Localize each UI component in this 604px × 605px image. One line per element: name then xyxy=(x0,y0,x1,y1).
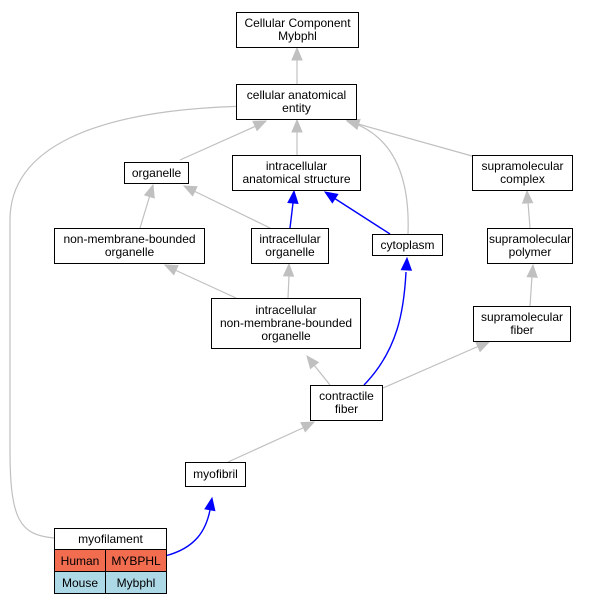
species-label: Human xyxy=(55,550,106,571)
node-intracellular-organelle[interactable]: intracellular organelle xyxy=(251,228,329,264)
gene-symbol: Mybphl xyxy=(116,575,156,590)
node-intracellular-anatomical-structure[interactable]: intracellular anatomical structure xyxy=(232,155,361,191)
gene-row-mouse: Mouse Mybphl xyxy=(55,572,166,593)
node-cellular-anatomical-entity[interactable]: cellular anatomical entity xyxy=(236,84,357,120)
edge-io-to-organelle xyxy=(182,185,271,229)
node-supramolecular-complex[interactable]: supramolecular complex xyxy=(472,155,573,191)
edge-polymer-to-complex xyxy=(521,189,534,229)
gene-table-myofilament[interactable]: myofilament Human MYBPHL Mouse Mybphl xyxy=(54,528,167,594)
edge-cytoplasm-to-ias xyxy=(323,191,391,235)
edge-complex-to-cae-arrowhead xyxy=(345,118,361,130)
edge-cf-to-fiber xyxy=(382,341,491,389)
edge-cf-to-cytoplasm-arrowhead xyxy=(400,256,413,271)
edge-polymer-to-complex-arrowhead xyxy=(521,189,534,204)
edge-complex-to-cae xyxy=(345,118,473,157)
node-supramolecular-polymer[interactable]: supramolecular polymer xyxy=(487,228,573,264)
edge-inmbo-to-io-arrowhead xyxy=(282,262,295,277)
edge-cf-to-inmbo xyxy=(306,354,331,386)
edge-io-to-ias xyxy=(287,189,299,229)
edge-ias-to-cae-arrowhead xyxy=(291,118,303,133)
edge-nmbo-to-organelle xyxy=(139,183,155,229)
edge-inmbo-to-nmbo xyxy=(163,264,237,299)
edge-nmbo-to-organelle-arrowhead xyxy=(143,183,155,199)
edge-fiber-to-polymer-arrowhead xyxy=(526,263,538,278)
gene-row-human: Human MYBPHL xyxy=(55,550,166,572)
edge-myofibril-to-cf-arrowhead xyxy=(300,421,316,433)
edge-inmbo-to-io xyxy=(282,262,295,299)
node-contractile-fiber[interactable]: contractile fiber xyxy=(310,385,383,421)
node-myofibril[interactable]: myofibril xyxy=(185,462,246,487)
edge-inmbo-to-nmbo-arrowhead xyxy=(163,264,179,276)
edge-cae-to-cc xyxy=(291,46,303,84)
edge-cf-to-fiber-arrowhead xyxy=(475,341,491,353)
edge-cae-to-cc-arrowhead xyxy=(291,46,303,61)
gene-symbol: MYBPHL xyxy=(111,553,161,568)
node-cytoplasm[interactable]: cytoplasm xyxy=(372,234,443,256)
node-cellular-component[interactable]: Cellular Component Mybphl xyxy=(236,12,359,48)
edge-myofilament-to-myofibril xyxy=(164,496,216,557)
edge-fiber-to-polymer xyxy=(526,263,538,307)
edge-myofibril-to-cf xyxy=(227,421,316,463)
node-organelle[interactable]: organelle xyxy=(124,162,189,184)
edge-cf-to-cytoplasm xyxy=(363,256,413,386)
edge-cytoplasm-to-ias-arrowhead xyxy=(323,191,339,204)
species-label: Mouse xyxy=(55,572,106,593)
edge-organelle-to-cae-arrowhead xyxy=(252,120,268,132)
edge-cf-to-inmbo-arrowhead xyxy=(306,354,320,370)
node-non-membrane-bounded-organelle[interactable]: non-membrane-bounded organelle xyxy=(54,228,205,264)
node-supramolecular-fiber[interactable]: supramolecular fiber xyxy=(473,306,571,342)
edge-ias-to-cae xyxy=(291,118,303,155)
node-intracellular-non-membrane-bounded-organelle[interactable]: intracellular non-membrane-bounded organ… xyxy=(211,298,361,349)
edge-organelle-to-cae xyxy=(179,120,268,161)
gene-table-title: myofilament xyxy=(55,529,166,550)
edge-io-to-organelle-arrowhead xyxy=(182,185,198,197)
edge-io-to-ias-arrowhead xyxy=(287,189,299,204)
edge-myofilament-to-myofibril-arrowhead xyxy=(204,496,216,512)
